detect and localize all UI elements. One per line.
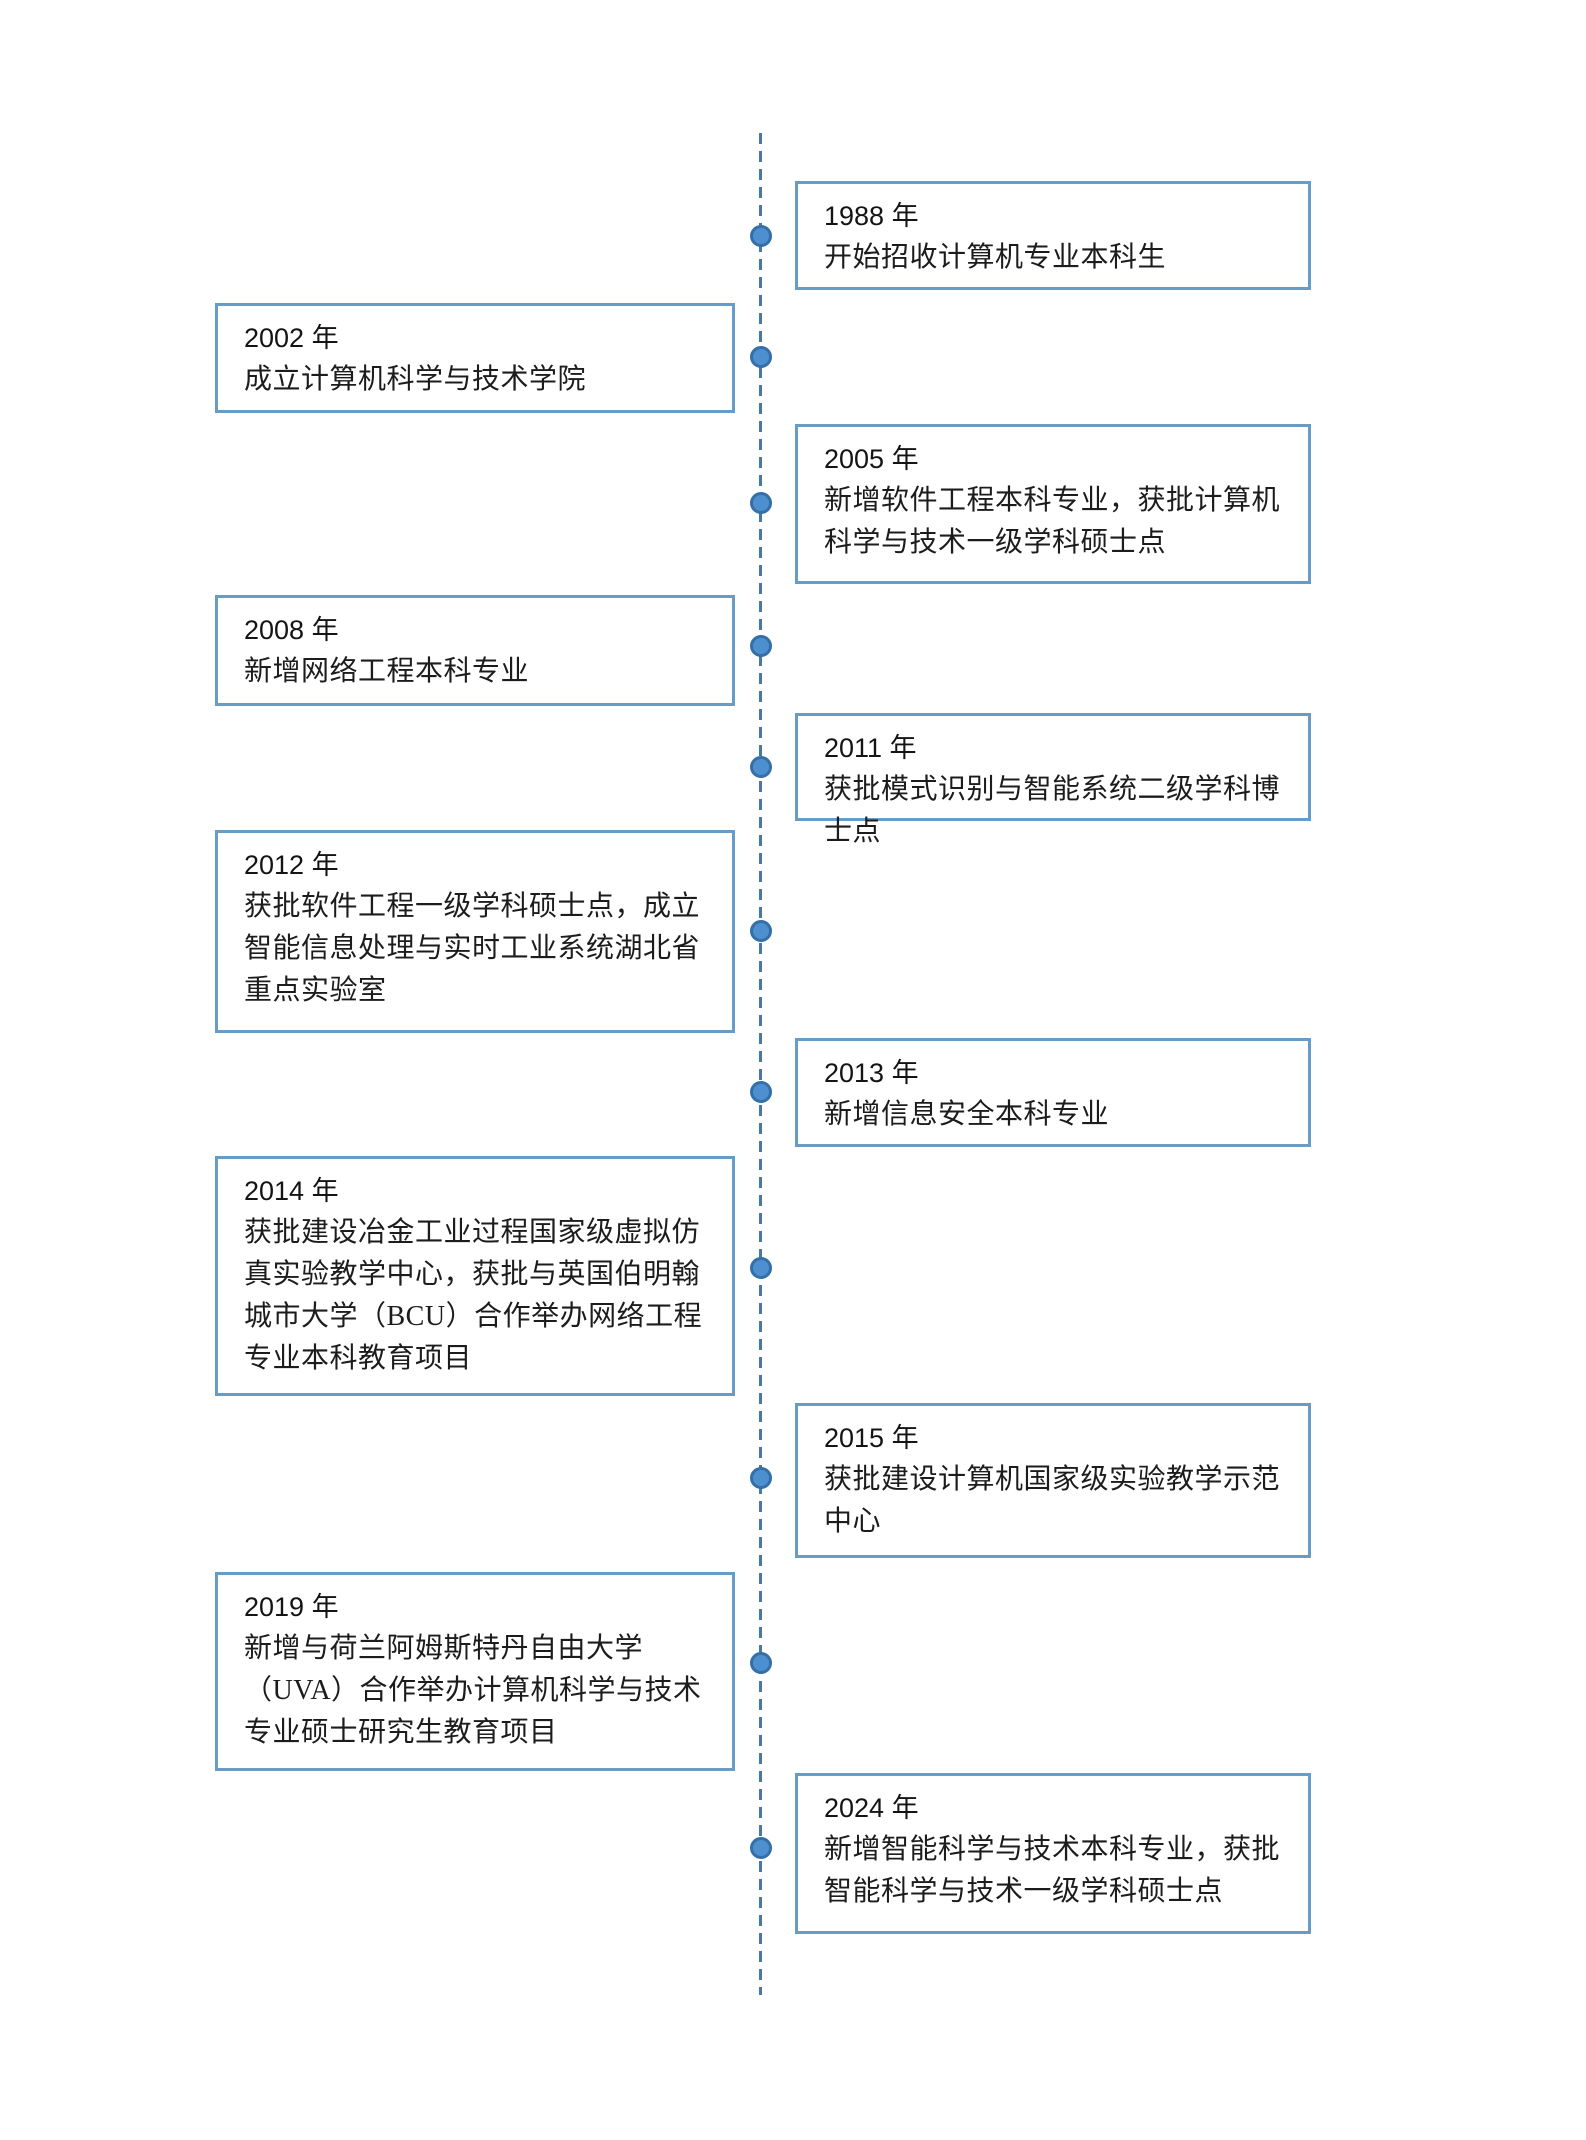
timeline-dot-2002 xyxy=(750,346,772,368)
event-year: 2012 年 xyxy=(244,850,339,880)
event-description: 获批建设冶金工业过程国家级虚拟仿真实验教学中心，获批与英国伯明翰城市大学（BCU… xyxy=(244,1217,703,1374)
timeline-dot-2013 xyxy=(750,1081,772,1103)
timeline-dot-2005 xyxy=(750,492,772,514)
event-year: 2024 年 xyxy=(824,1793,919,1823)
event-description: 新增网络工程本科专业 xyxy=(244,656,530,687)
event-year: 1988 年 xyxy=(824,201,919,231)
event-description: 开始招收计算机专业本科生 xyxy=(824,242,1167,273)
event-box-2019: 2019 年 新增与荷兰阿姆斯特丹自由大学（UVA）合作举办计算机科学与技术专业… xyxy=(215,1572,735,1771)
event-year: 2011 年 xyxy=(824,733,917,763)
event-box-2012: 2012 年 获批软件工程一级学科硕士点，成立智能信息处理与实时工业系统湖北省重… xyxy=(215,830,735,1033)
event-year: 2015 年 xyxy=(824,1423,919,1453)
timeline-dot-2012 xyxy=(750,920,772,942)
event-box-2024: 2024 年 新增智能科学与技术本科专业，获批智能科学与技术一级学科硕士点 xyxy=(795,1773,1311,1934)
event-box-2014: 2014 年 获批建设冶金工业过程国家级虚拟仿真实验教学中心，获批与英国伯明翰城… xyxy=(215,1156,735,1396)
event-description: 获批模式识别与智能系统二级学科博士点 xyxy=(824,774,1281,847)
event-box-2015: 2015 年 获批建设计算机国家级实验教学示范中心 xyxy=(795,1403,1311,1558)
event-box-2005: 2005 年 新增软件工程本科专业，获批计算机科学与技术一级学科硕士点 xyxy=(795,424,1311,584)
event-description: 新增信息安全本科专业 xyxy=(824,1099,1110,1130)
event-year: 2014 年 xyxy=(244,1176,339,1206)
timeline-dot-2024 xyxy=(750,1837,772,1859)
event-description: 新增软件工程本科专业，获批计算机科学与技术一级学科硕士点 xyxy=(824,485,1281,558)
event-description: 新增与荷兰阿姆斯特丹自由大学（UVA）合作举办计算机科学与技术专业硕士研究生教育… xyxy=(244,1633,702,1748)
event-year: 2005 年 xyxy=(824,444,919,474)
timeline-dot-2015 xyxy=(750,1467,772,1489)
event-year: 2013 年 xyxy=(824,1058,919,1088)
event-description: 获批软件工程一级学科硕士点，成立智能信息处理与实时工业系统湖北省重点实验室 xyxy=(244,891,701,1006)
event-description: 成立计算机科学与技术学院 xyxy=(244,364,587,395)
timeline-dot-2019 xyxy=(750,1652,772,1674)
event-box-1988: 1988 年 开始招收计算机专业本科生 xyxy=(795,181,1311,290)
event-year: 2008 年 xyxy=(244,615,339,645)
event-box-2008: 2008 年 新增网络工程本科专业 xyxy=(215,595,735,706)
event-box-2002: 2002 年 成立计算机科学与技术学院 xyxy=(215,303,735,413)
timeline-dot-1988 xyxy=(750,225,772,247)
timeline-dot-2011 xyxy=(750,756,772,778)
event-year: 2002 年 xyxy=(244,323,339,353)
event-box-2011: 2011 年 获批模式识别与智能系统二级学科博士点 xyxy=(795,713,1311,847)
timeline-dot-2014 xyxy=(750,1257,772,1279)
event-description: 新增智能科学与技术本科专业，获批智能科学与技术一级学科硕士点 xyxy=(824,1834,1281,1907)
event-box-2013: 2013 年 新增信息安全本科专业 xyxy=(795,1038,1311,1147)
timeline-dashed-line xyxy=(759,133,762,1995)
event-description: 获批建设计算机国家级实验教学示范中心 xyxy=(824,1464,1281,1537)
timeline-dot-2008 xyxy=(750,635,772,657)
event-year: 2019 年 xyxy=(244,1592,339,1622)
